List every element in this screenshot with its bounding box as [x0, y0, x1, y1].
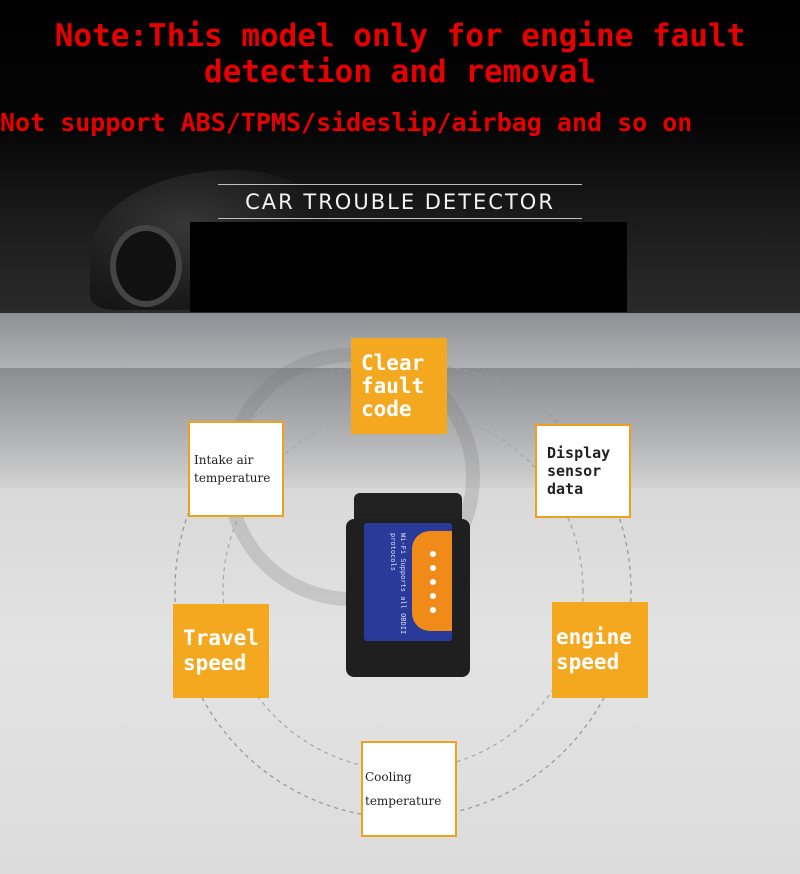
feature-engine-speed: engine speed — [552, 602, 648, 698]
feature-travel-speed: Travel speed — [173, 604, 269, 698]
led-dot — [430, 551, 436, 557]
led-dot — [430, 607, 436, 613]
note-line-1: Note:This model only for engine fault — [54, 18, 746, 54]
obd-label: Wi-Fi Supports all OBDII protocols — [364, 523, 452, 641]
note-line-3: Not support ABS/TPMS/sideslip/airbag and… — [0, 108, 693, 137]
black-panel — [190, 222, 627, 312]
feature-intake-air-temperature: Intake air temperature — [188, 421, 284, 517]
obd-indicator-panel — [412, 531, 452, 631]
led-dot — [430, 593, 436, 599]
title-block: CAR TROUBLE DETECTOR — [218, 184, 582, 219]
feature-display-sensor-data: Display sensor data — [535, 424, 631, 518]
feature-cooling-temperature: Cooling temperature — [361, 741, 457, 837]
obd-device: Wi-Fi Supports all OBDII protocols — [346, 493, 470, 678]
feature-label: Cooling temperature — [365, 770, 442, 808]
led-dot — [430, 565, 436, 571]
feature-label: engine speed — [556, 625, 632, 674]
feature-clear-fault-code: Clear fault code — [351, 338, 447, 434]
title-rule-bottom — [218, 218, 582, 219]
obd-label-line2: Wi-Fi — [399, 533, 407, 555]
top-banner: Note:This model only for engine fault de… — [0, 0, 800, 313]
feature-label: Intake air temperature — [194, 453, 271, 485]
obd-label-text: Wi-Fi Supports all OBDII protocols — [368, 533, 408, 641]
page-title: CAR TROUBLE DETECTOR — [245, 190, 555, 214]
obd-label-line3: Supports all OBDII protocols — [389, 533, 407, 635]
feature-label: Display sensor data — [547, 444, 611, 498]
car-wheel — [110, 225, 182, 307]
note-line-2: detection and removal — [204, 54, 596, 90]
feature-label: Clear fault code — [361, 350, 425, 421]
led-dot — [430, 579, 436, 585]
title-rule-top — [218, 184, 582, 185]
feature-label: Travel speed — [183, 626, 259, 675]
